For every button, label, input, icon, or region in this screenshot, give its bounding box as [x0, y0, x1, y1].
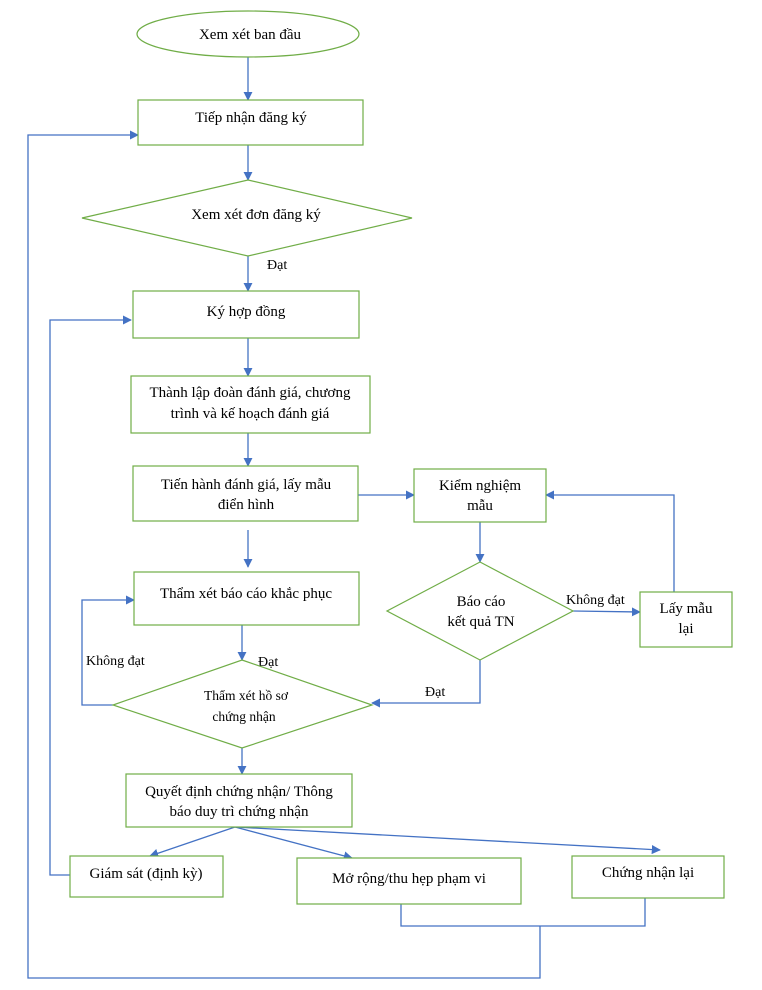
edge-label-fail-report: Không đạt [566, 593, 625, 608]
edge-merge-scope-recert [400, 898, 646, 927]
review-application-label: Xem xét đơn đăng ký [191, 207, 321, 223]
certification-decision-box [125, 773, 353, 828]
edge-dossier-to-corrective [81, 595, 135, 706]
scope-change-box [296, 857, 522, 905]
node-sample-test: Kiểm nghiệm mẫu [413, 468, 547, 523]
edge-resample-to-test [545, 490, 675, 592]
resample-label-line2: lại [679, 621, 694, 637]
resample-box [639, 591, 733, 648]
start-label: Xem xét ban đầu [199, 27, 302, 43]
connectors [27, 57, 675, 979]
node-contract: Ký hợp đồng [132, 290, 360, 339]
node-surveillance: Giám sát (định kỳ) [69, 855, 224, 898]
assessment-label-line1: Tiến hành đánh giá, lấy mẫu [161, 477, 332, 493]
edge-report-to-resample [572, 607, 641, 617]
node-recertification: Chứng nhận lại [571, 855, 725, 899]
register-label: Tiếp nhận đăng ký [195, 110, 307, 126]
edge-label-pass-dossier: Đạt [258, 655, 278, 670]
dossier-review-label-line2: chứng nhận [212, 709, 275, 724]
sample-test-label-line1: Kiểm nghiệm [439, 478, 521, 494]
register-box [137, 99, 364, 146]
scope-change-label: Mở rộng/thu hẹp phạm vi [332, 871, 486, 887]
test-report-diamond [385, 561, 575, 661]
node-certification-decision: Quyết định chứng nhận/ Thông báo duy trì… [125, 773, 353, 828]
corrective-review-box [133, 571, 360, 626]
node-start: Xem xét ban đầu [136, 10, 360, 58]
contract-label: Ký hợp đồng [207, 304, 286, 320]
node-register: Tiếp nhận đăng ký [137, 99, 364, 146]
audit-team-label-line2: trình và kế hoạch đánh giá [171, 406, 330, 422]
node-resample: Lấy mẫu lại [639, 591, 733, 648]
surveillance-label: Giám sát (định kỳ) [90, 866, 203, 882]
sample-test-label-line2: mẫu [467, 498, 493, 514]
test-report-label-line1: Báo cáo [457, 594, 506, 610]
node-dossier-review: Thẩm xét hồ sơ chứng nhận [111, 659, 374, 749]
edge-merge-to-register [27, 130, 541, 979]
node-test-report: Báo cáo kết quả TN [385, 561, 575, 661]
start-ellipse [136, 10, 360, 58]
surveillance-box [69, 855, 224, 898]
edge-surveillance-to-contract [49, 315, 132, 876]
edge-label-pass-report: Đạt [425, 685, 445, 700]
node-scope-change: Mở rộng/thu hẹp phạm vi [296, 857, 522, 905]
recertification-label: Chứng nhận lại [602, 865, 694, 881]
edge-decision-to-scope [234, 826, 353, 861]
review-application-diamond [81, 179, 413, 257]
recertification-box [571, 855, 725, 899]
edge-report-to-dossier [371, 660, 481, 708]
resample-label-line1: Lấy mẫu [660, 601, 713, 617]
certification-decision-label-line1: Quyết định chứng nhận/ Thông [145, 784, 333, 800]
assessment-label-line2: điển hình [218, 497, 275, 513]
audit-team-label-line1: Thành lập đoàn đánh giá, chương [149, 385, 351, 401]
edge-decision-to-surveillance [149, 826, 236, 858]
dossier-review-diamond [111, 659, 374, 749]
dossier-review-label-line1: Thẩm xét hồ sơ [204, 688, 289, 703]
node-audit-team: Thành lập đoàn đánh giá, chương trình và… [130, 375, 371, 434]
audit-team-box [130, 375, 371, 434]
assessment-box [132, 465, 359, 522]
corrective-review-label: Thẩm xét báo cáo khắc phục [160, 586, 332, 602]
edge-label-pass-review: Đạt [267, 258, 287, 273]
node-assessment: Tiến hành đánh giá, lấy mẫu điển hình [132, 465, 359, 522]
contract-box [132, 290, 360, 339]
node-review-application: Xem xét đơn đăng ký [81, 179, 413, 257]
edge-label-fail-dossier: Không đạt [86, 654, 145, 669]
node-corrective-review: Thẩm xét báo cáo khắc phục [133, 571, 360, 626]
edge-decision-to-recert [234, 826, 661, 855]
sample-test-box [413, 468, 547, 523]
certification-decision-label-line2: báo duy trì chứng nhận [170, 804, 309, 820]
test-report-label-line2: kết quả TN [447, 614, 514, 630]
